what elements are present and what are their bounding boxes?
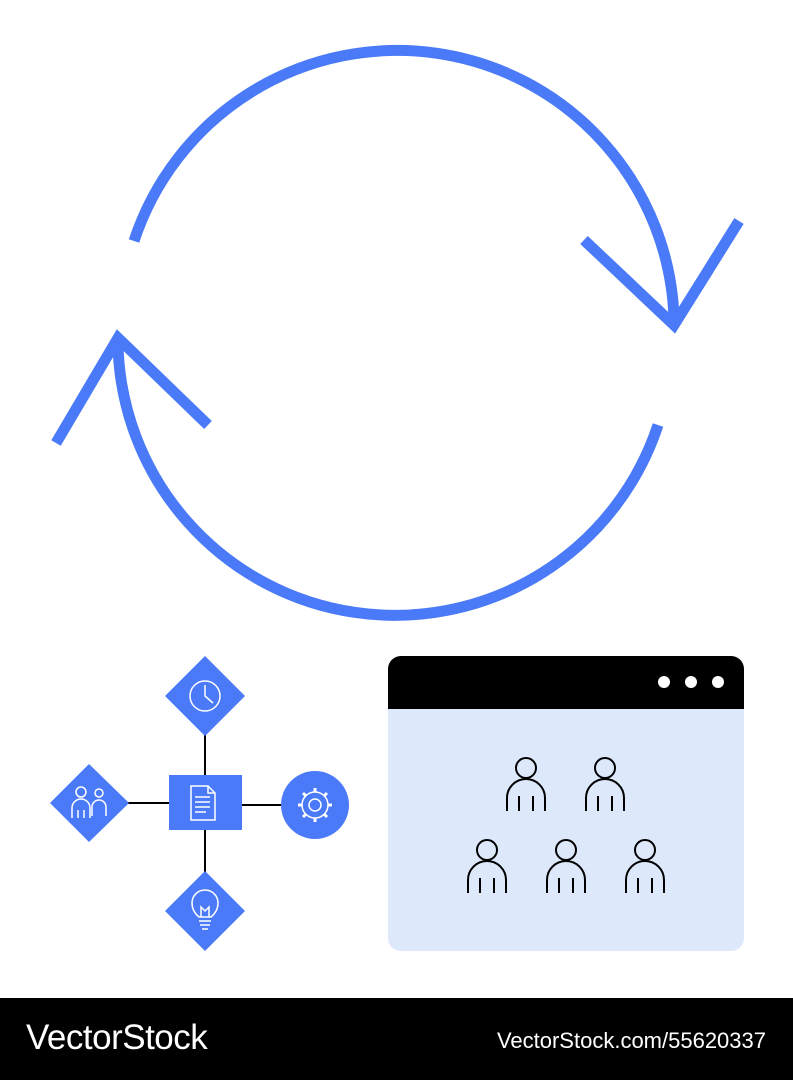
diagram-node-gear	[281, 771, 349, 839]
refresh-cycle-arrows-icon	[51, 44, 744, 621]
window-dot	[658, 676, 670, 688]
gear-icon	[298, 788, 332, 822]
window-dot	[712, 676, 724, 688]
lightbulb-icon	[191, 889, 219, 930]
diagram-node-lightbulb	[165, 871, 245, 951]
footer-reference: VectorStock.com/55620337	[496, 1028, 766, 1053]
footer-brand: VectorStock	[26, 1018, 208, 1057]
diagram-node-clock	[165, 656, 245, 736]
window-dot	[685, 676, 697, 688]
clock-icon	[189, 680, 221, 712]
diagram-center-node	[169, 775, 242, 830]
browser-window	[388, 656, 744, 951]
upper-arc	[128, 44, 680, 319]
watermark-footer: VectorStock VectorStock.com/55620337	[0, 998, 793, 1080]
process-diagram	[50, 656, 349, 951]
diagram-node-team	[50, 764, 129, 842]
team-icon	[71, 786, 107, 818]
window-dots	[658, 676, 724, 688]
upper-arrowhead	[580, 218, 744, 334]
document-icon	[190, 785, 216, 821]
lower-arc	[112, 344, 664, 621]
illustration	[50, 44, 744, 951]
lower-arrowhead	[51, 329, 212, 446]
